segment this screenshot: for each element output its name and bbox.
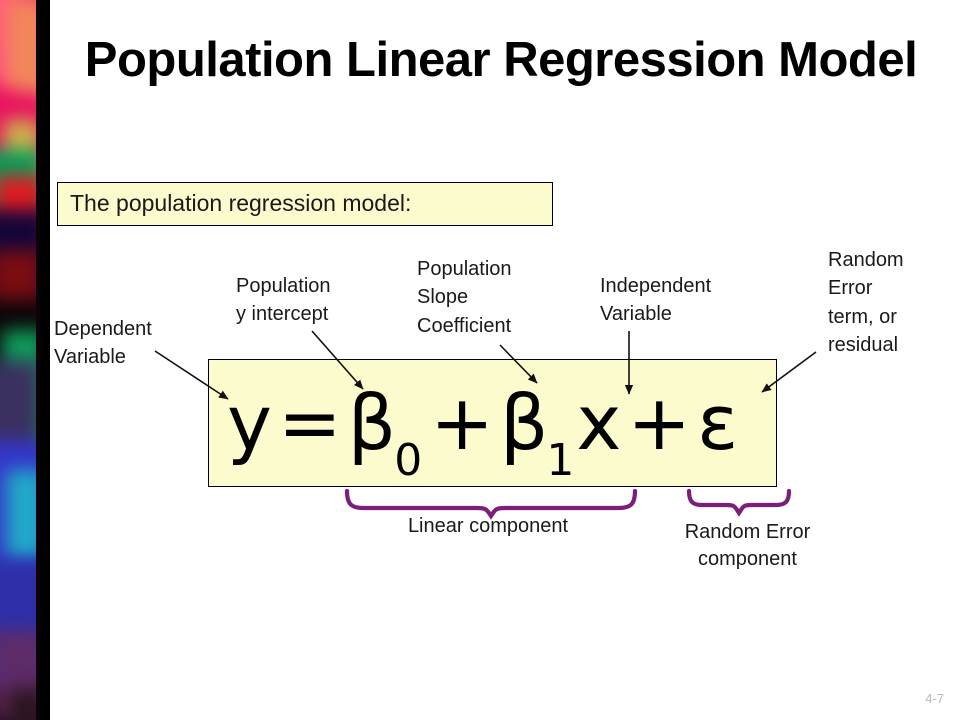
callout-label-population-y-intercept: Population y intercept	[236, 275, 331, 326]
equation-slope-subscript: 1	[546, 435, 575, 487]
regression-equation: y=β0+β1x+ε	[227, 358, 738, 516]
callout-label-random-error-term: Random Error term, or residual	[828, 249, 904, 357]
page-number: 4-7	[925, 691, 944, 706]
equation-equals: =	[277, 378, 342, 467]
header-callout-box: The population regression model:	[57, 182, 553, 226]
equation-independent-symbol: x	[576, 378, 622, 467]
brace-caption-random-error-component: Random Error component	[684, 521, 811, 570]
equation-error-symbol: ε	[697, 378, 739, 467]
equation-lhs: y	[227, 378, 272, 467]
equation-plus-2: +	[627, 378, 692, 467]
equation-plus-1: +	[430, 378, 494, 467]
equation-slope-symbol: β	[499, 378, 549, 467]
equation-intercept-symbol: β	[347, 378, 397, 467]
equation-intercept-subscript: 0	[394, 435, 423, 487]
header-callout-text: The population regression model:	[70, 190, 412, 216]
callout-label-population-slope-coefficient: Population Slope Coefficient	[417, 258, 512, 337]
slide-left-border	[40, 0, 50, 720]
callout-label-dependent-variable: Dependent Variable	[54, 318, 152, 369]
decorative-art-strip	[0, 0, 40, 720]
equation-box: y=β0+β1x+ε	[208, 359, 777, 487]
callout-label-independent-variable: Independent Variable	[600, 275, 712, 326]
brace-caption-linear-component: Linear component	[407, 515, 569, 537]
page-title: Population Linear Regression Model	[84, 33, 918, 87]
